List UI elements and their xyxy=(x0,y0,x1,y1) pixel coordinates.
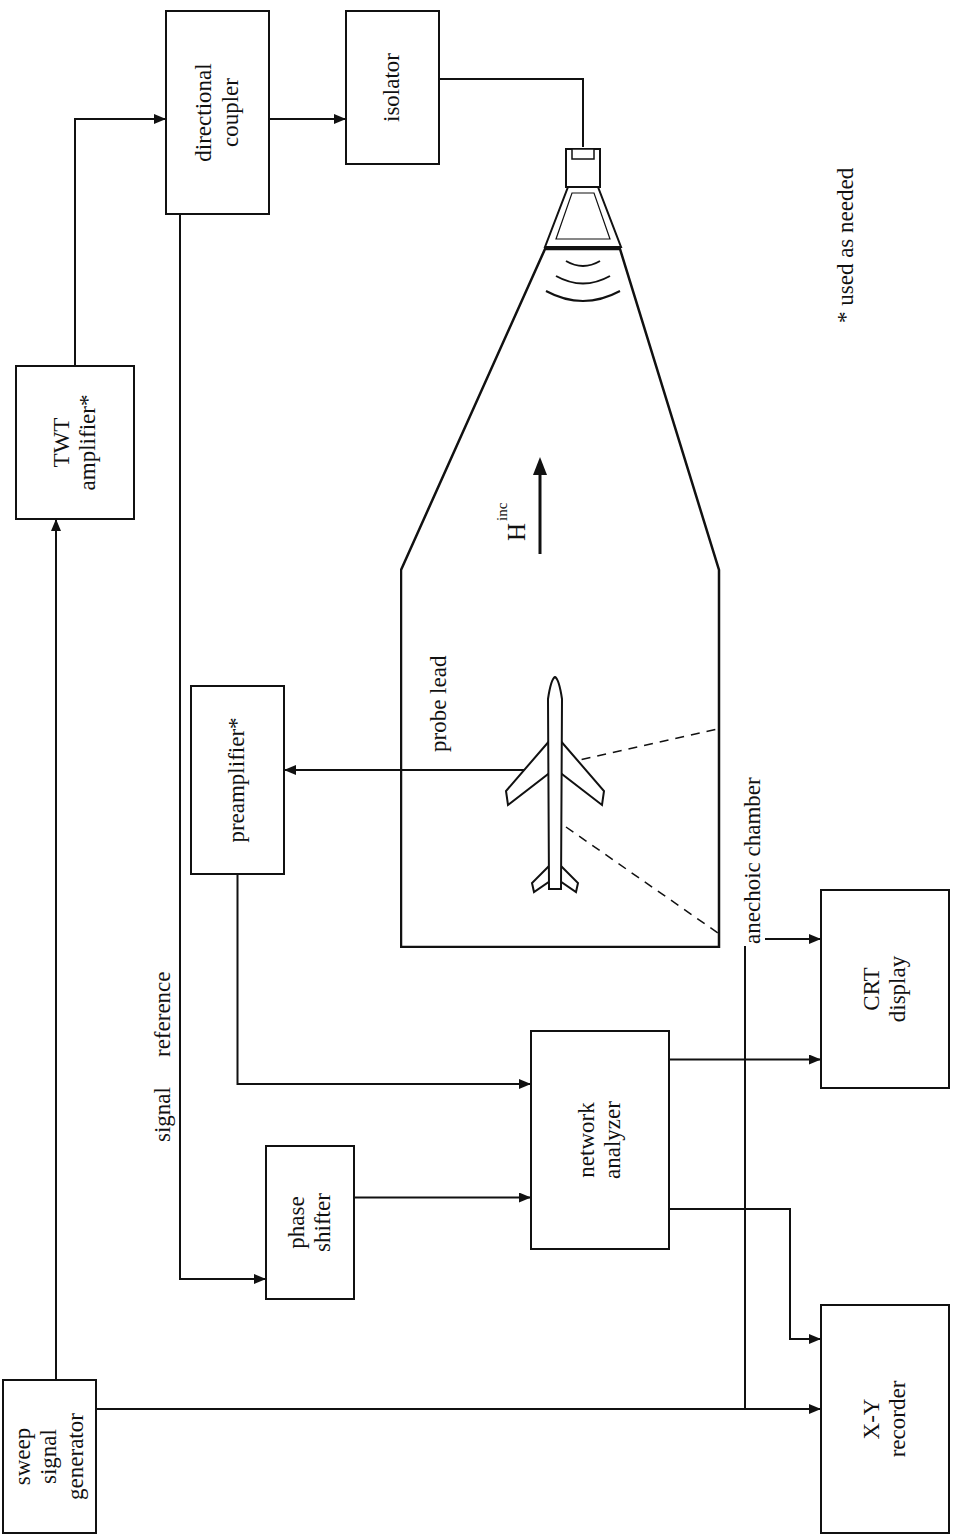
horn-inner xyxy=(556,193,610,239)
process-box: preamplifier* xyxy=(190,685,285,875)
connector-label: signal xyxy=(150,1085,175,1144)
connector-label: probe lead xyxy=(426,654,451,754)
process-box: network analyzer xyxy=(530,1030,670,1250)
connector xyxy=(270,118,345,120)
connector xyxy=(97,939,820,1409)
chamber-shape xyxy=(400,248,790,948)
dashed-line xyxy=(566,827,718,933)
box-label: directional coupler xyxy=(191,50,244,175)
field-arrow xyxy=(539,471,542,554)
box-label: TWT amplifier* xyxy=(49,388,102,498)
chamber-outline: anechoic chamber xyxy=(400,248,790,948)
aircraft-model xyxy=(506,677,604,892)
aircraft-fuselage xyxy=(548,677,562,889)
aircraft-wing xyxy=(506,739,552,805)
footnote: * used as needed xyxy=(833,166,858,325)
process-box: sweep signal generator xyxy=(2,1379,97,1534)
field-symbol: inc xyxy=(494,501,511,523)
wavefront xyxy=(556,276,610,284)
process-box: TWT amplifier* xyxy=(15,365,135,520)
process-box: X-Y recorder xyxy=(820,1304,950,1534)
wavefront xyxy=(566,261,600,266)
box-label: phase shifter xyxy=(284,1173,337,1273)
box-label: sweep signal generator xyxy=(10,1402,89,1512)
process-box: CRT display xyxy=(820,889,950,1089)
chamber-wall xyxy=(401,249,719,947)
feed-line xyxy=(440,79,583,147)
connector xyxy=(355,1197,530,1199)
box-label: CRT display xyxy=(859,944,912,1034)
connector xyxy=(285,769,400,771)
box-label: isolator xyxy=(379,53,405,122)
waveguide xyxy=(566,149,600,187)
process-box: phase shifter xyxy=(265,1145,355,1300)
waveguide-flange xyxy=(572,149,594,159)
connector xyxy=(238,875,531,1084)
connector xyxy=(75,119,165,365)
dashed-line xyxy=(566,729,718,763)
horn-antenna xyxy=(545,187,621,247)
connector xyxy=(97,1408,820,1410)
process-box: directional coupler xyxy=(165,10,270,215)
process-box: isolator xyxy=(345,10,440,165)
connector xyxy=(55,520,57,1379)
connector-label: reference xyxy=(150,969,175,1059)
box-label: network analyzer xyxy=(574,1085,627,1195)
box-label: X-Y recorder xyxy=(859,1364,912,1474)
field-arrowhead xyxy=(533,457,547,475)
wavefront xyxy=(546,291,620,301)
aircraft-wing xyxy=(558,739,604,805)
node-label: anechoic chamber xyxy=(740,775,765,946)
box-label: preamplifier* xyxy=(224,717,250,842)
field-symbol: H xyxy=(503,521,531,543)
